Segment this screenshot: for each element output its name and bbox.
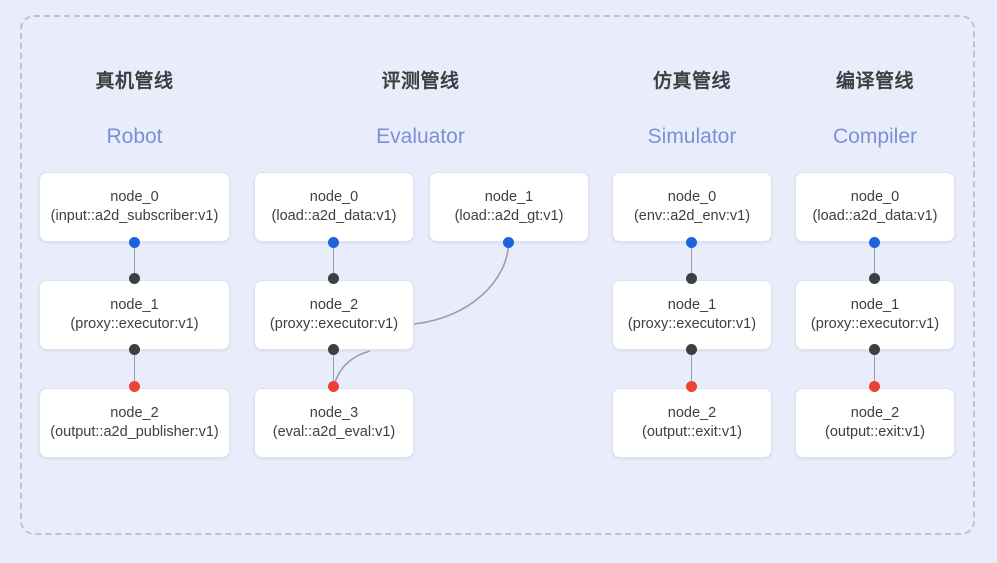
node-type: (output::a2d_publisher:v1)	[50, 424, 219, 440]
port-input-simulator-2[interactable]	[686, 381, 697, 392]
node-name: node_2	[667, 405, 717, 421]
node-box-compiler-1[interactable]: node_1 (proxy::executor:v1)	[795, 280, 955, 350]
node-type: (proxy::executor:v1)	[627, 316, 757, 332]
node-name: node_1	[850, 297, 900, 313]
port-input-robot-2[interactable]	[129, 381, 140, 392]
column-title-cn-compiler: 编译管线	[835, 71, 914, 92]
column-title-en-robot: Robot	[106, 125, 163, 148]
node-type: (load::a2d_data:v1)	[812, 208, 938, 224]
node-box-robot-2[interactable]: node_2 (output::a2d_publisher:v1)	[39, 388, 230, 458]
node-box-evaluator-3[interactable]: node_3 (eval::a2d_eval:v1)	[254, 388, 414, 458]
node-box-simulator-1[interactable]: node_1 (proxy::executor:v1)	[612, 280, 772, 350]
node-type: (input::a2d_subscriber:v1)	[50, 208, 219, 224]
node-type: (proxy::executor:v1)	[810, 316, 940, 332]
node-name: node_2	[850, 405, 900, 421]
port-output-simulator-1[interactable]	[686, 344, 697, 355]
column-title-cn-simulator: 仿真管线	[652, 71, 731, 92]
port-input-robot-1[interactable]	[129, 273, 140, 284]
port-input-evaluator-3[interactable]	[328, 381, 339, 392]
node-name: node_1	[667, 297, 717, 313]
column-title-cn-evaluator: 评测管线	[381, 71, 460, 92]
port-input-simulator-1[interactable]	[686, 273, 697, 284]
node-box-compiler-0[interactable]: node_0 (load::a2d_data:v1)	[795, 172, 955, 242]
column-title-cn-robot: 真机管线	[95, 71, 174, 92]
node-box-compiler-2[interactable]: node_2 (output::exit:v1)	[795, 388, 955, 458]
node-box-robot-1[interactable]: node_1 (proxy::executor:v1)	[39, 280, 230, 350]
node-type: (env::a2d_env:v1)	[633, 208, 751, 224]
node-type: (load::a2d_gt:v1)	[454, 208, 564, 224]
port-output-compiler-1[interactable]	[869, 344, 880, 355]
port-output-robot-0[interactable]	[129, 237, 140, 248]
edge-simulator-0-1	[690, 242, 693, 279]
node-type: (proxy::executor:v1)	[70, 316, 199, 332]
node-name: node_2	[110, 405, 159, 421]
port-output-simulator-0[interactable]	[686, 237, 697, 248]
edge-evaluator-0-2	[332, 242, 335, 279]
node-name: node_0	[309, 189, 359, 205]
port-input-compiler-2[interactable]	[869, 381, 880, 392]
node-name: node_1	[484, 189, 534, 205]
edge-compiler-0-1	[873, 242, 876, 279]
column-title-en-compiler: Compiler	[832, 125, 918, 148]
node-type: (proxy::executor:v1)	[269, 316, 399, 332]
node-name: node_0	[667, 189, 717, 205]
node-type: (eval::a2d_eval:v1)	[272, 424, 396, 440]
port-input-evaluator-2[interactable]	[328, 273, 339, 284]
node-box-evaluator-0[interactable]: node_0 (load::a2d_data:v1)	[254, 172, 414, 242]
node-name: node_3	[309, 405, 359, 421]
node-type: (load::a2d_data:v1)	[271, 208, 397, 224]
node-box-evaluator-2[interactable]: node_2 (proxy::executor:v1)	[254, 280, 414, 350]
column-title-en-evaluator: Evaluator	[376, 125, 465, 148]
node-name: node_2	[309, 297, 359, 313]
port-input-compiler-1[interactable]	[869, 273, 880, 284]
node-type: (output::exit:v1)	[825, 424, 925, 440]
port-output-evaluator-2[interactable]	[328, 344, 339, 355]
node-box-robot-0[interactable]: node_0 (input::a2d_subscriber:v1)	[39, 172, 230, 242]
edge-simulator-1-2	[690, 350, 693, 387]
node-box-simulator-0[interactable]: node_0 (env::a2d_env:v1)	[612, 172, 772, 242]
port-output-compiler-0[interactable]	[869, 237, 880, 248]
port-output-evaluator-0[interactable]	[328, 237, 339, 248]
edge-robot-1-2	[133, 350, 136, 387]
node-name: node_0	[110, 189, 159, 205]
node-type: (output::exit:v1)	[642, 424, 742, 440]
node-name: node_1	[110, 297, 159, 313]
edge-robot-0-1	[133, 242, 136, 279]
port-output-robot-1[interactable]	[129, 344, 140, 355]
column-title-en-simulator: Simulator	[647, 125, 737, 148]
diagram-outer-frame	[20, 15, 975, 535]
node-box-simulator-2[interactable]: node_2 (output::exit:v1)	[612, 388, 772, 458]
node-name: node_0	[850, 189, 900, 205]
edge-compiler-1-2	[873, 350, 876, 387]
node-box-evaluator-1[interactable]: node_1 (load::a2d_gt:v1)	[429, 172, 589, 242]
port-output-evaluator-1[interactable]	[503, 237, 514, 248]
